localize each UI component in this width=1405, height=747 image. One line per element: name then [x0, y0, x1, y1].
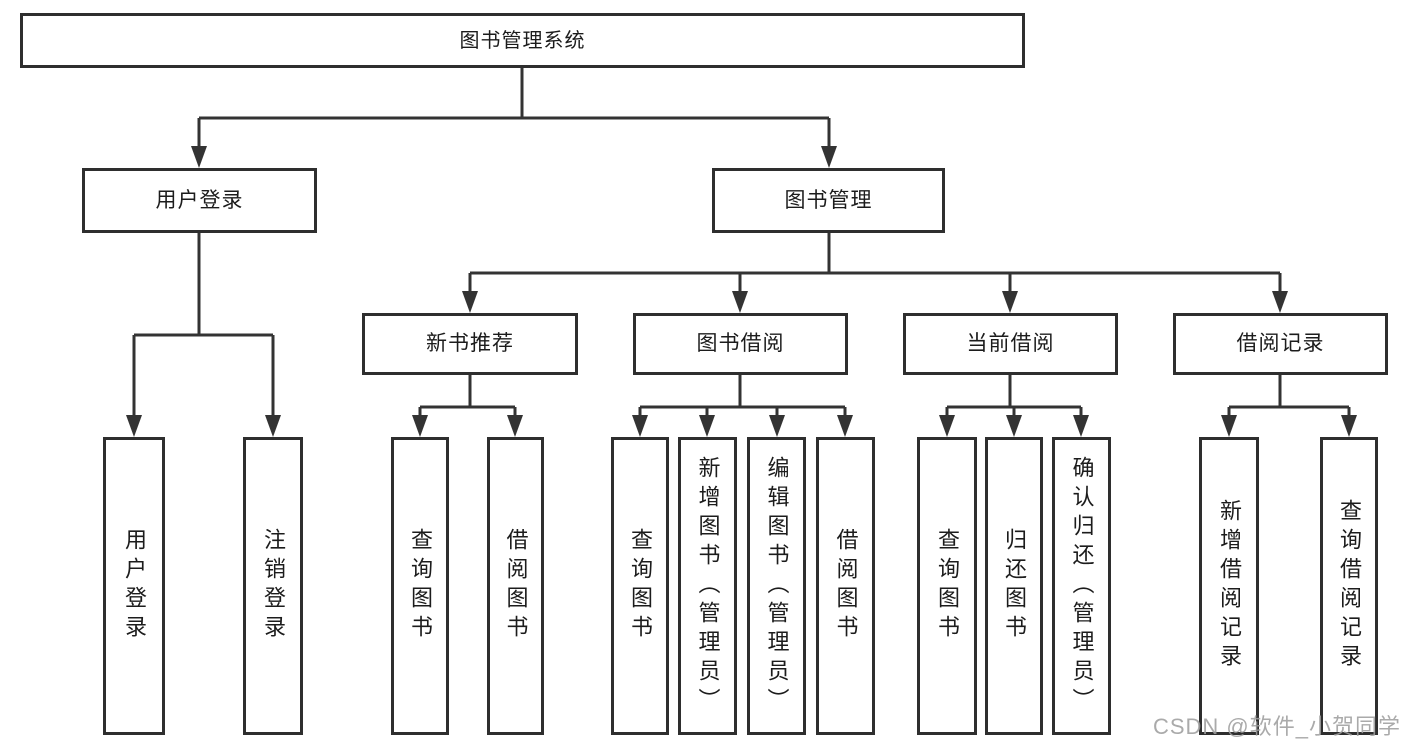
leaf-current-return-book-label: 归还图书	[1002, 528, 1027, 644]
leaf-current-query-book-label: 查询图书	[935, 528, 960, 644]
leaf-borrow-add-book-admin-label: 新增图书（管理员）	[695, 455, 721, 717]
node-book-management: 图书管理	[712, 168, 945, 233]
leaf-borrow-borrow-book-label: 借阅图书	[833, 528, 859, 644]
csdn-watermark: CSDN @软件_小贺同学	[1152, 714, 1401, 739]
leaf-current-query-book: 查询图书	[917, 437, 977, 735]
leaf-newbook-borrow-book-label: 借阅图书	[503, 528, 529, 644]
leaf-current-return-book: 归还图书	[985, 437, 1043, 735]
node-book-borrow-label: 图书借阅	[696, 332, 785, 356]
leaf-record-add-borrow-record-label: 新增借阅记录	[1217, 499, 1242, 673]
node-borrow-record: 借阅记录	[1173, 313, 1388, 375]
leaf-newbook-query-book-label: 查询图书	[408, 528, 433, 644]
node-book-borrow: 图书借阅	[633, 313, 848, 375]
leaf-current-confirm-return-admin-label: 确认归还（管理员）	[1069, 455, 1095, 717]
leaf-user-login-label: 用户登录	[122, 528, 147, 644]
leaf-newbook-borrow-book: 借阅图书	[487, 437, 544, 735]
leaf-record-add-borrow-record: 新增借阅记录	[1199, 437, 1259, 735]
leaf-record-query-borrow-record: 查询借阅记录	[1320, 437, 1378, 735]
leaf-borrow-edit-book-admin: 编辑图书（管理员）	[747, 437, 806, 735]
leaf-newbook-query-book: 查询图书	[391, 437, 449, 735]
leaf-borrow-edit-book-admin-label: 编辑图书（管理员）	[764, 455, 790, 717]
node-new-book-recommend-label: 新书推荐	[426, 332, 514, 356]
leaf-logout-login-label: 注销登录	[261, 528, 286, 644]
leaf-borrow-query-book: 查询图书	[611, 437, 669, 735]
node-new-book-recommend: 新书推荐	[362, 313, 578, 375]
leaf-borrow-query-book-label: 查询图书	[628, 528, 653, 644]
node-user-login-label: 用户登录	[155, 188, 244, 212]
node-book-management-label: 图书管理	[784, 188, 873, 212]
leaf-logout-login: 注销登录	[243, 437, 303, 735]
leaf-current-confirm-return-admin: 确认归还（管理员）	[1052, 437, 1111, 735]
node-current-borrow: 当前借阅	[903, 313, 1118, 375]
leaf-borrow-add-book-admin: 新增图书（管理员）	[678, 437, 737, 735]
node-borrow-record-label: 借阅记录	[1236, 332, 1325, 356]
leaf-record-query-borrow-record-label: 查询借阅记录	[1337, 499, 1362, 673]
node-current-borrow-label: 当前借阅	[966, 332, 1055, 356]
leaf-user-login: 用户登录	[103, 437, 165, 735]
node-root-label: 图书管理系统	[459, 29, 586, 52]
leaf-borrow-borrow-book: 借阅图书	[816, 437, 875, 735]
node-user-login: 用户登录	[82, 168, 317, 233]
node-root: 图书管理系统	[20, 13, 1025, 68]
